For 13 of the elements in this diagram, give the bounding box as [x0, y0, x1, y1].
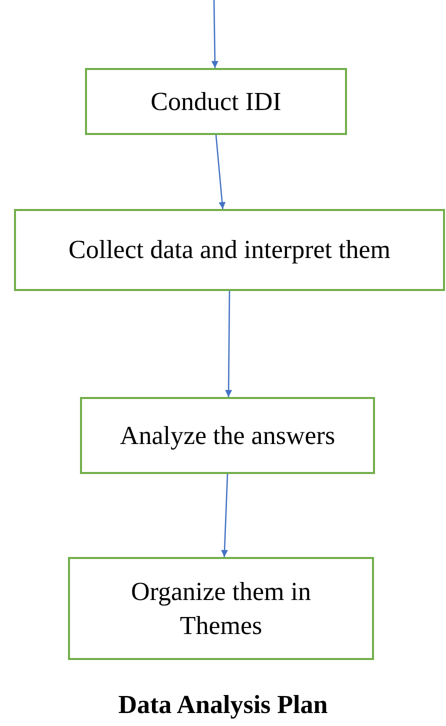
box-label: Collect data and interpret them — [68, 234, 390, 266]
arrow — [225, 291, 232, 397]
box-label: Analyze the answers — [120, 420, 336, 452]
arrow — [215, 134, 226, 210]
box-label: Conduct IDI — [150, 86, 282, 118]
process-box — [14, 209, 445, 291]
process-box — [80, 397, 375, 474]
box-label: Organize them in Themes — [130, 576, 312, 642]
arrow — [211, 0, 218, 68]
arrow — [221, 474, 228, 558]
process-box — [68, 557, 374, 660]
caption: Data Analysis Plan — [117, 690, 329, 720]
process-box — [85, 68, 347, 135]
